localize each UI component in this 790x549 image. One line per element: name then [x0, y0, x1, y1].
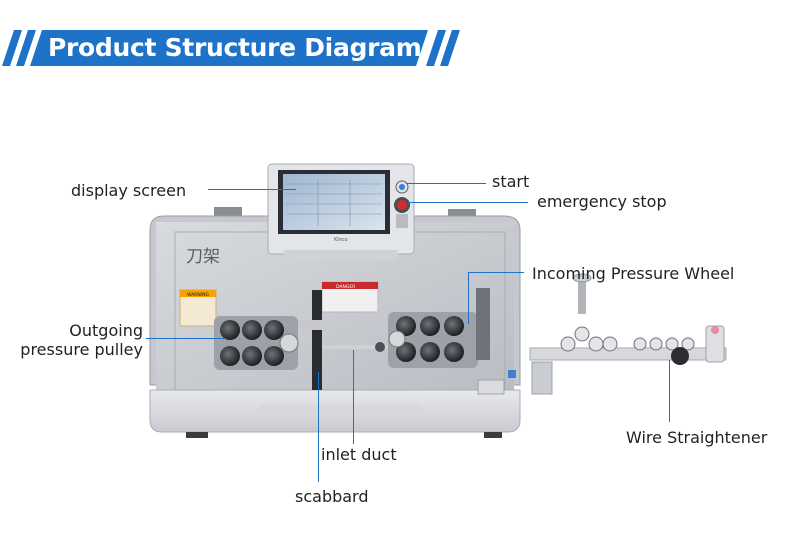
straightener-bracket — [531, 361, 553, 395]
label-scabbard: scabbard — [295, 487, 369, 506]
label-outgoing-line1: Outgoing — [69, 321, 143, 340]
screen-grid — [286, 180, 382, 226]
blade-column — [312, 290, 322, 390]
leader-wire-straightener — [669, 360, 670, 422]
button-plate — [396, 214, 408, 228]
danger-text: DANGER — [336, 284, 355, 290]
outgoing-rollers — [220, 320, 299, 366]
indicator-light — [508, 370, 516, 378]
emergency-stop-core — [397, 200, 407, 210]
label-display-screen: display screen — [71, 181, 187, 200]
side-latch — [477, 379, 505, 395]
straightener-rail — [529, 347, 727, 361]
label-inlet-duct: inlet duct — [321, 445, 397, 464]
leader-start — [406, 183, 486, 184]
pressure-adjuster — [476, 288, 490, 360]
display-screen — [283, 174, 385, 230]
left-handle — [214, 207, 242, 217]
base-groove — [252, 405, 430, 416]
left-foot — [186, 432, 208, 438]
display-stand — [284, 250, 398, 260]
screen-brand: Kinco — [334, 237, 348, 243]
straightener-knob — [572, 273, 592, 283]
leader-incoming-wheel-drop — [468, 272, 469, 324]
label-incoming-pressure-wheel: Incoming Pressure Wheel — [532, 264, 735, 283]
blade-holder-text: 刀架 — [186, 247, 220, 267]
label-outgoing-line2: pressure pulley — [20, 340, 143, 359]
danger-sticker-header — [322, 282, 378, 289]
right-foot — [484, 432, 502, 438]
label-wire-straightener: Wire Straightener — [626, 428, 768, 447]
warning-sticker-header — [180, 290, 216, 297]
straightener-guide-eye — [711, 326, 719, 334]
inlet-duct — [322, 345, 388, 349]
straightener-knob-shaft — [578, 278, 586, 314]
leader-inlet-duct — [353, 350, 354, 444]
leader-incoming-wheel — [468, 272, 524, 273]
blade-bracket — [298, 320, 322, 330]
title-banner: Product Structure Diagram — [0, 28, 470, 68]
leader-emergency-stop — [408, 202, 528, 203]
warning-text: WARNING — [187, 292, 209, 298]
leader-scabbard — [318, 372, 319, 482]
label-emergency-stop: emergency stop — [537, 192, 667, 211]
start-button-core — [399, 184, 405, 190]
inlet-duct-nut — [375, 342, 385, 352]
leader-display-screen — [208, 189, 296, 190]
page-title: Product Structure Diagram — [48, 33, 422, 62]
label-outgoing-pressure-pulley: Outgoing pressure pulley — [13, 321, 143, 359]
right-handle — [448, 209, 476, 219]
leader-outgoing-pulley — [146, 338, 224, 339]
straightener-rollers — [560, 326, 695, 365]
banner-shape — [2, 30, 460, 66]
label-start: start — [492, 172, 530, 191]
incoming-rollers — [388, 316, 464, 362]
